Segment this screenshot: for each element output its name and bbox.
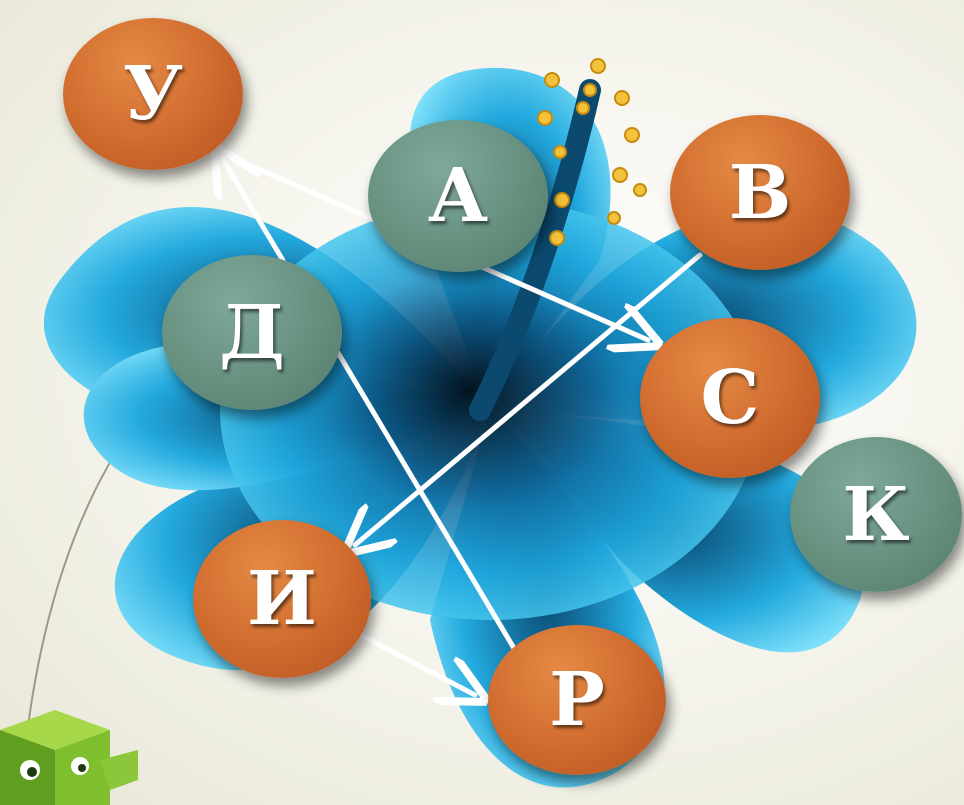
- letter-s-bubble[interactable]: С: [640, 318, 820, 478]
- cube-character-icon: [0, 700, 140, 805]
- letter-i: И: [247, 562, 317, 636]
- arrow-i-to-r: [355, 632, 475, 695]
- letter-d: Д: [219, 296, 285, 370]
- letter-k: К: [842, 478, 909, 552]
- letter-i-bubble[interactable]: И: [193, 520, 371, 678]
- letter-k-bubble[interactable]: К: [790, 437, 962, 592]
- letter-a-bubble[interactable]: А: [368, 120, 548, 272]
- letter-a: А: [428, 159, 488, 233]
- letter-u: У: [123, 57, 183, 131]
- letter-s: С: [701, 361, 760, 435]
- letter-d-bubble[interactable]: Д: [162, 255, 342, 410]
- letter-r-bubble[interactable]: Р: [488, 625, 666, 775]
- letter-v-bubble[interactable]: В: [670, 115, 850, 270]
- letter-r: Р: [549, 663, 605, 737]
- letter-u-bubble[interactable]: У: [63, 18, 243, 170]
- letter-v: В: [729, 156, 792, 230]
